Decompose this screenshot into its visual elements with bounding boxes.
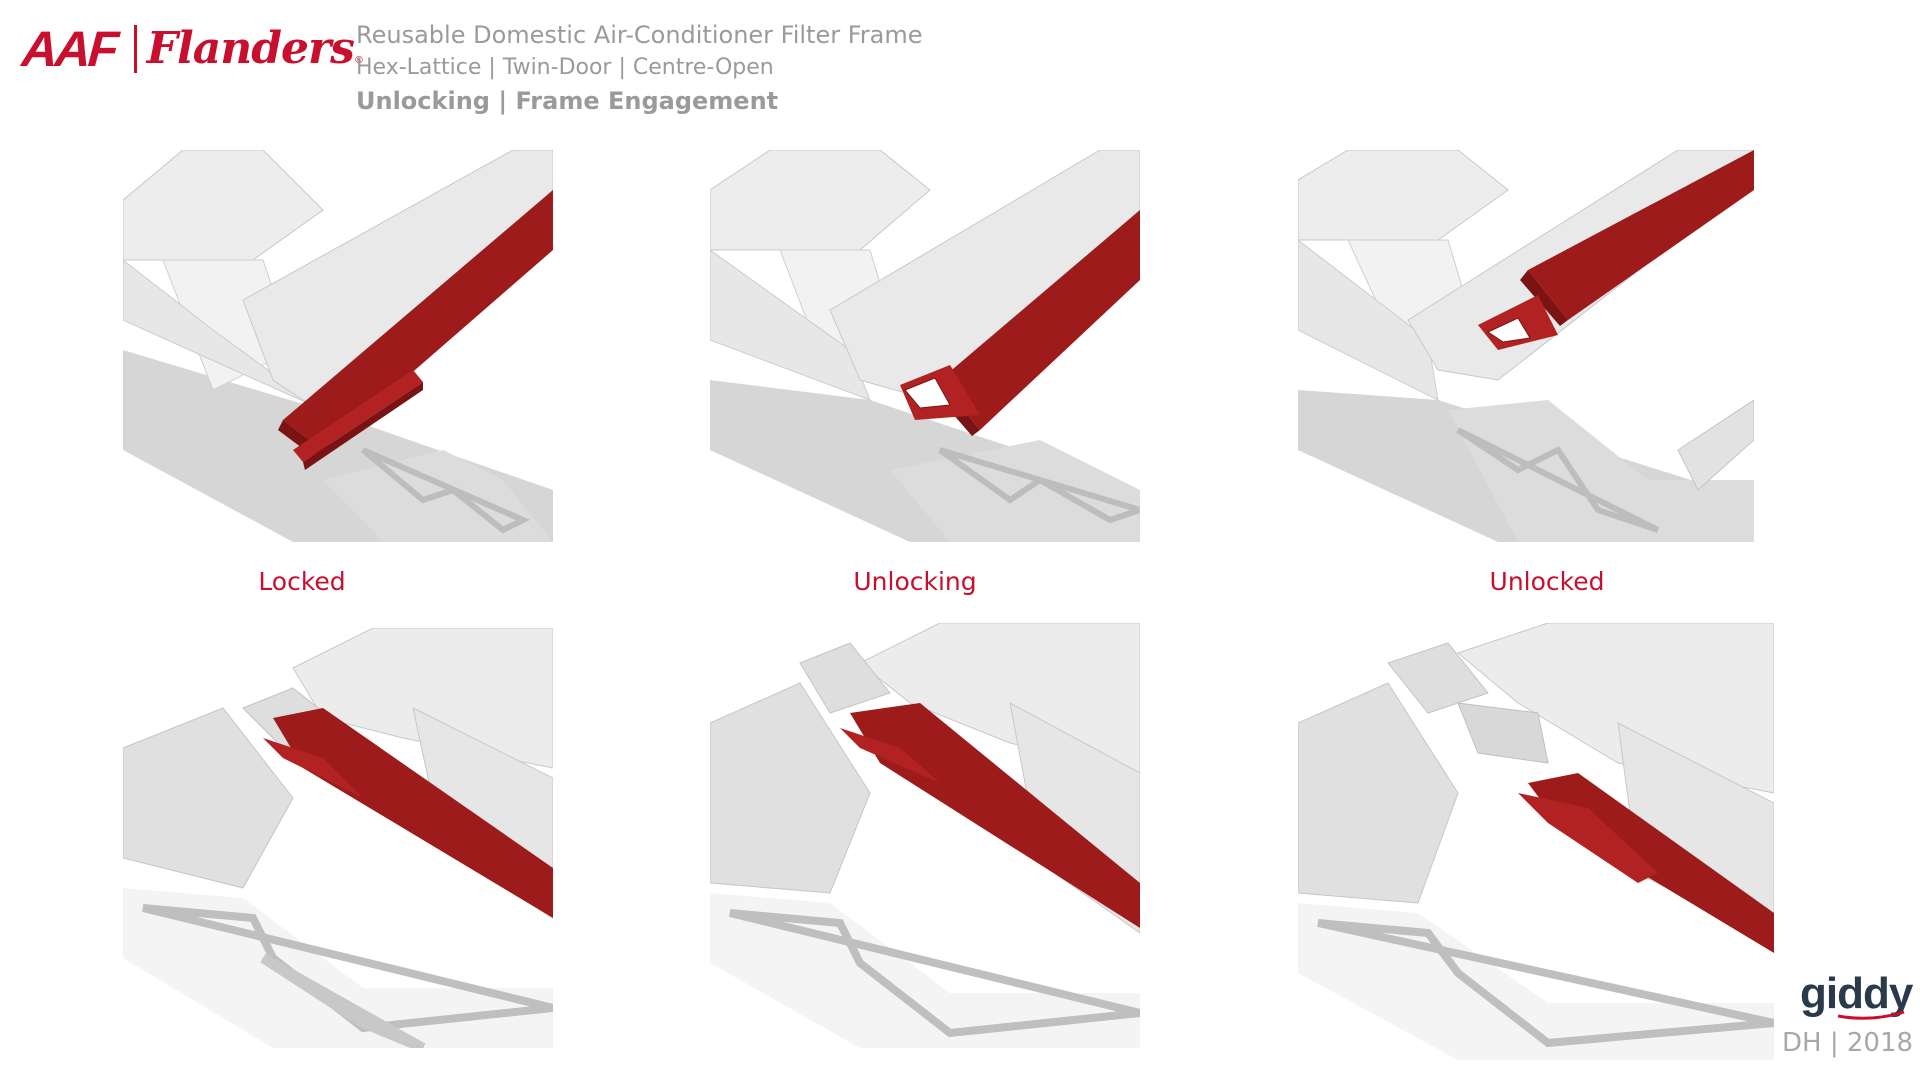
render-top-unlocking (710, 150, 1140, 542)
logo-aaf-text: AAF (20, 21, 118, 77)
author-credit: DH | 2018 (1782, 1028, 1914, 1058)
section-heading: Unlocking | Frame Engagement (356, 87, 779, 115)
aaf-flanders-logo: AAF Flanders ® (20, 21, 364, 77)
state-label-locked: Locked (258, 567, 346, 596)
logo-divider (133, 25, 137, 73)
state-label-unlocked: Unlocked (1489, 567, 1605, 596)
page-subtitle: Hex-Lattice | Twin-Door | Centre-Open (356, 55, 774, 80)
page-title: Reusable Domestic Air-Conditioner Filter… (356, 21, 923, 49)
render-bottom-locked (123, 628, 553, 1048)
logo-registered-mark: ® (353, 55, 364, 66)
render-top-unlocked (1298, 150, 1754, 542)
giddy-logo-text: giddy (1800, 969, 1913, 1018)
state-label-unlocking: Unlocking (853, 567, 977, 596)
render-top-locked (123, 150, 553, 542)
giddy-swoosh-icon (1837, 1010, 1905, 1020)
render-bottom-unlocking (710, 623, 1140, 1048)
title-block: Reusable Domestic Air-Conditioner Filter… (356, 18, 923, 118)
render-bottom-unlocked (1298, 623, 1774, 1060)
logo-flanders-text: Flanders (146, 23, 355, 74)
giddy-logo: giddy (1800, 969, 1913, 1024)
